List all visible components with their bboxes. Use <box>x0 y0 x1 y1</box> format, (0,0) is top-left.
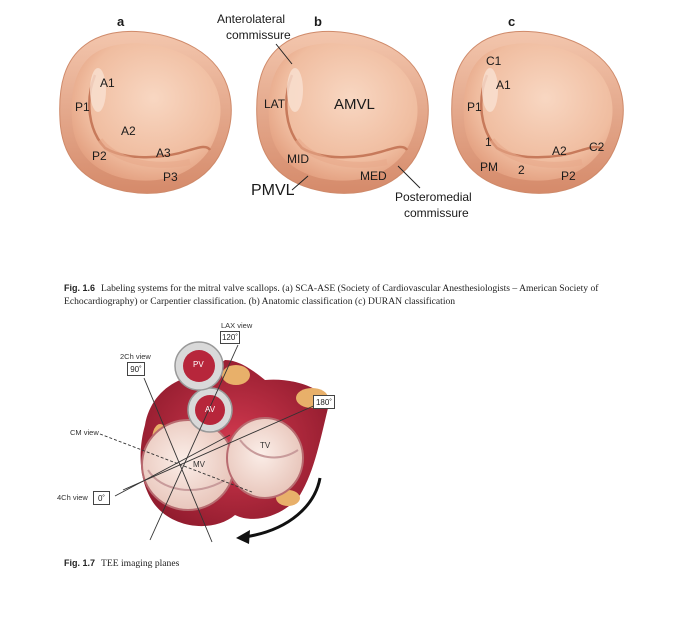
label-c-c2: C2 <box>589 140 605 154</box>
label-c-a1: A1 <box>496 78 511 92</box>
label-p2: P2 <box>92 149 107 163</box>
label-tv: TV <box>260 441 271 450</box>
label-c-1: 1 <box>485 135 492 149</box>
label-c-p1: P1 <box>467 100 482 114</box>
leader-anterolateral <box>275 43 293 65</box>
rotation-arrow <box>244 477 322 539</box>
angle-box-0: 0˚ <box>93 491 110 505</box>
panel-letter-a: a <box>117 14 125 29</box>
caption-fig-1-6-line1: Labeling systems for the mitral valve sc… <box>101 283 599 294</box>
caption-fig-1-7-label: Fig. 1.7 <box>64 558 96 568</box>
tricuspid-valve-shape <box>226 417 304 499</box>
mitral-valve-shape <box>141 419 235 511</box>
label-c-a2: A2 <box>552 144 567 158</box>
angle-box-120: 120˚ <box>220 331 240 344</box>
label-c-2: 2 <box>518 163 525 177</box>
plane-line-180 <box>122 403 319 491</box>
label-anterolateral-1: Anterolateral <box>217 12 286 26</box>
label-med: MED <box>360 169 387 183</box>
valve-b <box>256 31 429 194</box>
label-anterolateral-2: commissure <box>226 28 291 42</box>
angle-box-180: 180˚ <box>313 395 335 409</box>
label-4ch-view: 4Ch view <box>57 493 88 502</box>
label-p3: P3 <box>163 170 178 184</box>
label-mv: MV <box>193 460 205 469</box>
label-a3: A3 <box>156 146 171 160</box>
panel-letter-b: b <box>314 14 322 29</box>
label-pv: PV <box>193 360 204 369</box>
plane-line-cm <box>99 433 253 493</box>
caption-fig-1-6-line2: Echocardiography) or Carpentier classifi… <box>64 295 456 307</box>
label-lax-view: LAX view <box>221 321 253 330</box>
plane-line-120 <box>149 344 239 541</box>
panel-letter-c: c <box>508 14 516 29</box>
label-av: AV <box>205 405 216 414</box>
label-c1: C1 <box>486 54 502 68</box>
label-a2: A2 <box>121 124 136 138</box>
mitral-valve-illustrations <box>59 31 624 194</box>
label-amvl: AMVL <box>334 96 375 113</box>
caption-fig-1-6: Fig. 1.6 Labeling systems for the mitral … <box>64 282 634 308</box>
caption-fig-1-7: Fig. 1.7 TEE imaging planes <box>64 557 179 571</box>
leader-pmvl <box>291 175 309 191</box>
label-pmvl: PMVL <box>251 182 295 199</box>
label-c-pm: PM <box>480 160 498 174</box>
valve-a <box>59 31 232 194</box>
label-p1: P1 <box>75 100 90 114</box>
label-2ch-view: 2Ch view <box>120 352 151 361</box>
label-lat: LAT <box>264 97 286 111</box>
label-cm-view: CM view <box>70 428 99 437</box>
label-mid: MID <box>287 152 309 166</box>
label-a1: A1 <box>100 76 115 90</box>
caption-fig-1-7-text: TEE imaging planes <box>101 558 180 569</box>
angle-box-90: 90˚ <box>127 362 145 376</box>
caption-fig-1-6-label: Fig. 1.6 <box>64 283 96 293</box>
plane-line-90 <box>143 377 213 543</box>
label-posteromedial-2: commissure <box>404 206 469 220</box>
tee-imaging-planes-illustration <box>99 341 330 544</box>
label-posteromedial-1: Posteromedial <box>395 190 472 204</box>
plane-line-0 <box>114 434 231 497</box>
leader-posteromedial <box>397 165 421 189</box>
valve-c <box>451 31 624 194</box>
label-c-p2: P2 <box>561 169 576 183</box>
